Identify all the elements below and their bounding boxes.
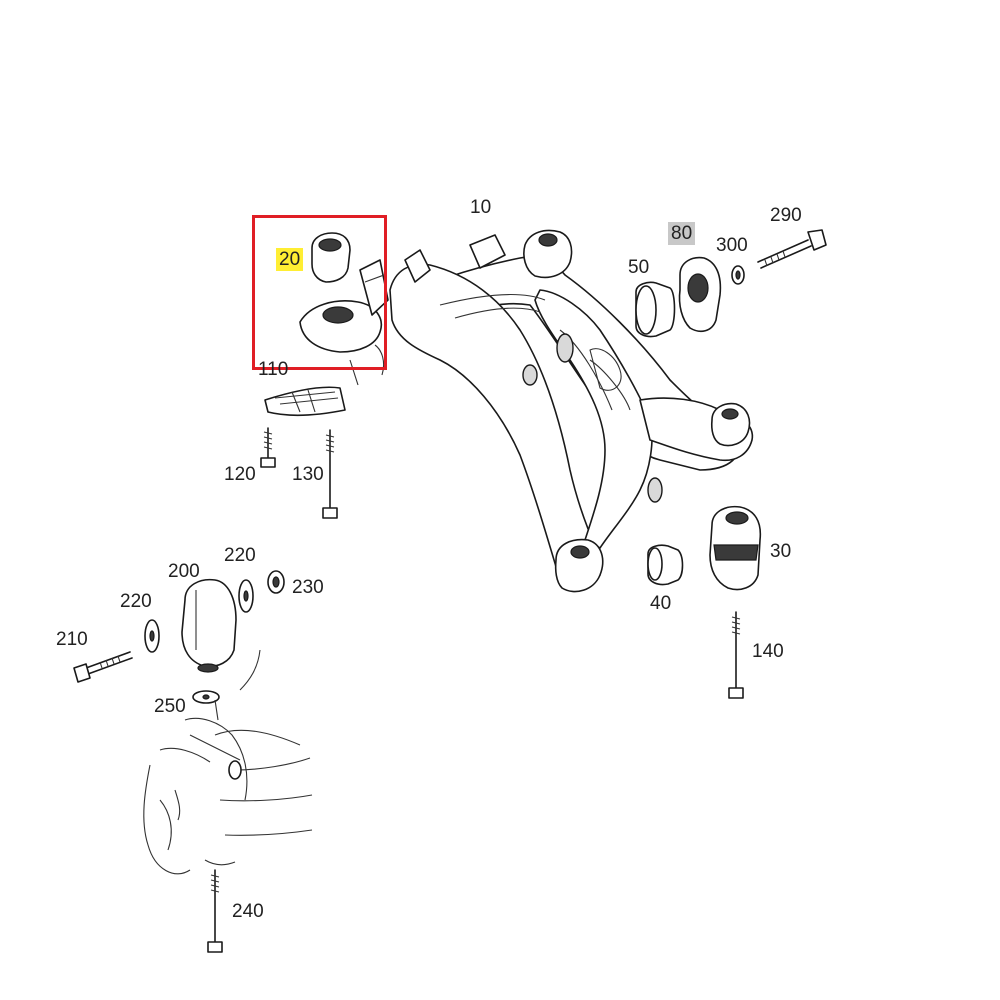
- selection-highlight-box: [252, 215, 387, 370]
- washer-part-220-left: [144, 619, 160, 653]
- bushing-part-40: [647, 544, 684, 586]
- callout-250: 250: [154, 696, 186, 717]
- callout-30: 30: [770, 541, 792, 562]
- mount-part-200: [181, 578, 237, 673]
- callout-220-left: 220: [120, 591, 152, 612]
- subframe-part-10: [389, 229, 754, 593]
- callout-130: 130: [292, 464, 324, 485]
- callout-20: 20: [276, 248, 304, 271]
- differential-housing: [143, 649, 313, 875]
- callout-140: 140: [752, 641, 784, 662]
- bushing-part-50: [635, 281, 676, 338]
- callout-10: 10: [470, 197, 492, 218]
- bolt-part-240: [207, 869, 223, 953]
- washer-part-220-right: [238, 579, 254, 613]
- bolt-part-140: [728, 611, 744, 699]
- mount-part-80: [678, 256, 722, 333]
- bushing-part-20: [299, 232, 389, 386]
- callout-210: 210: [56, 629, 88, 650]
- washer-part-250: [192, 690, 220, 704]
- callout-220-right: 220: [224, 545, 256, 566]
- bolt-part-120: [260, 427, 276, 468]
- callout-120: 120: [224, 464, 256, 485]
- washer-part-300: [731, 265, 745, 285]
- callout-300: 300: [716, 235, 748, 256]
- callout-290: 290: [770, 205, 802, 226]
- callout-240: 240: [232, 901, 264, 922]
- callout-40: 40: [650, 593, 672, 614]
- callout-50: 50: [628, 257, 650, 278]
- mount-part-30: [709, 505, 762, 591]
- nut-part-230: [267, 570, 285, 594]
- bolt-part-210: [73, 651, 133, 683]
- shield-part-110: [264, 386, 346, 417]
- callout-230: 230: [292, 577, 324, 598]
- bolt-part-130: [322, 429, 338, 519]
- bolt-part-290: [757, 229, 827, 269]
- callout-80: 80: [668, 222, 696, 245]
- callout-200: 200: [168, 561, 200, 582]
- callout-110: 110: [258, 359, 289, 380]
